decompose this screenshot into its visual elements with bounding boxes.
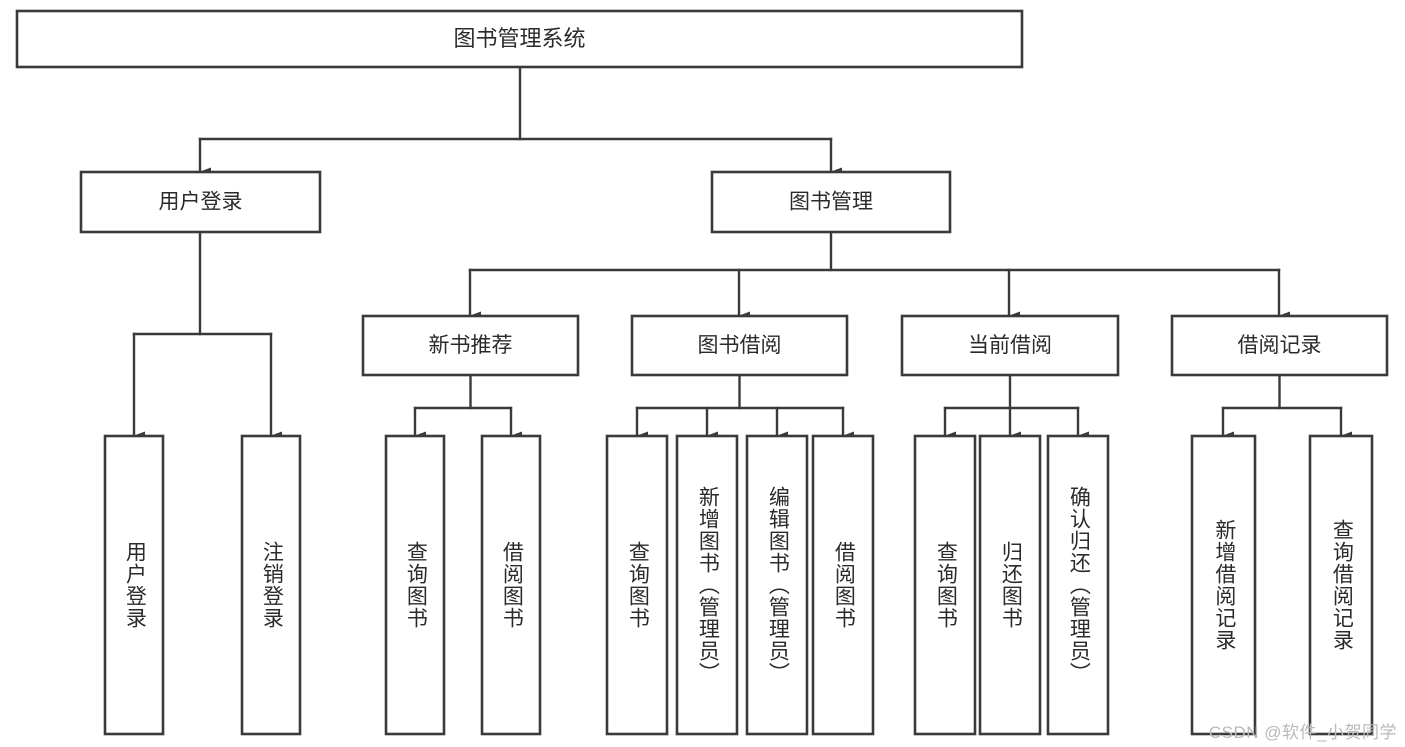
root-node[interactable]: 图书管理系统 [15, 9, 1024, 69]
node-label: 当前借阅 [968, 334, 1052, 357]
leaf-node-4[interactable] [605, 434, 669, 736]
node-box[interactable] [1170, 314, 1389, 377]
leaf-node-0[interactable] [103, 434, 165, 736]
node-box[interactable] [15, 9, 1024, 69]
node-box[interactable] [361, 314, 580, 377]
leaf-node-1[interactable] [240, 434, 302, 736]
node-label: 新书推荐 [429, 334, 513, 357]
leaf-node-12[interactable] [1308, 434, 1374, 736]
level2-node-0[interactable]: 新书推荐 [361, 314, 580, 377]
edges-layer [132, 65, 1352, 441]
level2-node-1[interactable]: 图书借阅 [630, 314, 849, 377]
leaf-node-3[interactable] [480, 434, 542, 736]
csdn-watermark: CSDN @软件_小贺同学 [1208, 723, 1397, 742]
leaf-node-7[interactable] [811, 434, 875, 736]
node-label: 图书管理 [789, 191, 873, 214]
node-box[interactable] [900, 314, 1120, 377]
leaf-node-8[interactable] [913, 434, 977, 736]
node-box[interactable] [79, 170, 322, 234]
level2-node-3[interactable]: 借阅记录 [1170, 314, 1389, 377]
node-label: 图书借阅 [698, 334, 782, 357]
level1-node-0[interactable]: 用户登录 [79, 170, 322, 234]
level1-node-1[interactable]: 图书管理 [710, 170, 952, 234]
leaf-node-6[interactable] [745, 434, 809, 736]
leaf-node-10[interactable] [1046, 434, 1110, 736]
leaf-node-2[interactable] [384, 434, 446, 736]
node-label: 借阅记录 [1238, 334, 1322, 357]
node-box[interactable] [710, 170, 952, 234]
leaf-node-5[interactable] [675, 434, 739, 736]
leaf-node-9[interactable] [978, 434, 1042, 736]
level2-node-2[interactable]: 当前借阅 [900, 314, 1120, 377]
leaf-node-11[interactable] [1190, 434, 1257, 736]
node-label: 用户登录 [159, 191, 243, 214]
node-label: 图书管理系统 [453, 26, 585, 51]
node-box[interactable] [630, 314, 849, 377]
